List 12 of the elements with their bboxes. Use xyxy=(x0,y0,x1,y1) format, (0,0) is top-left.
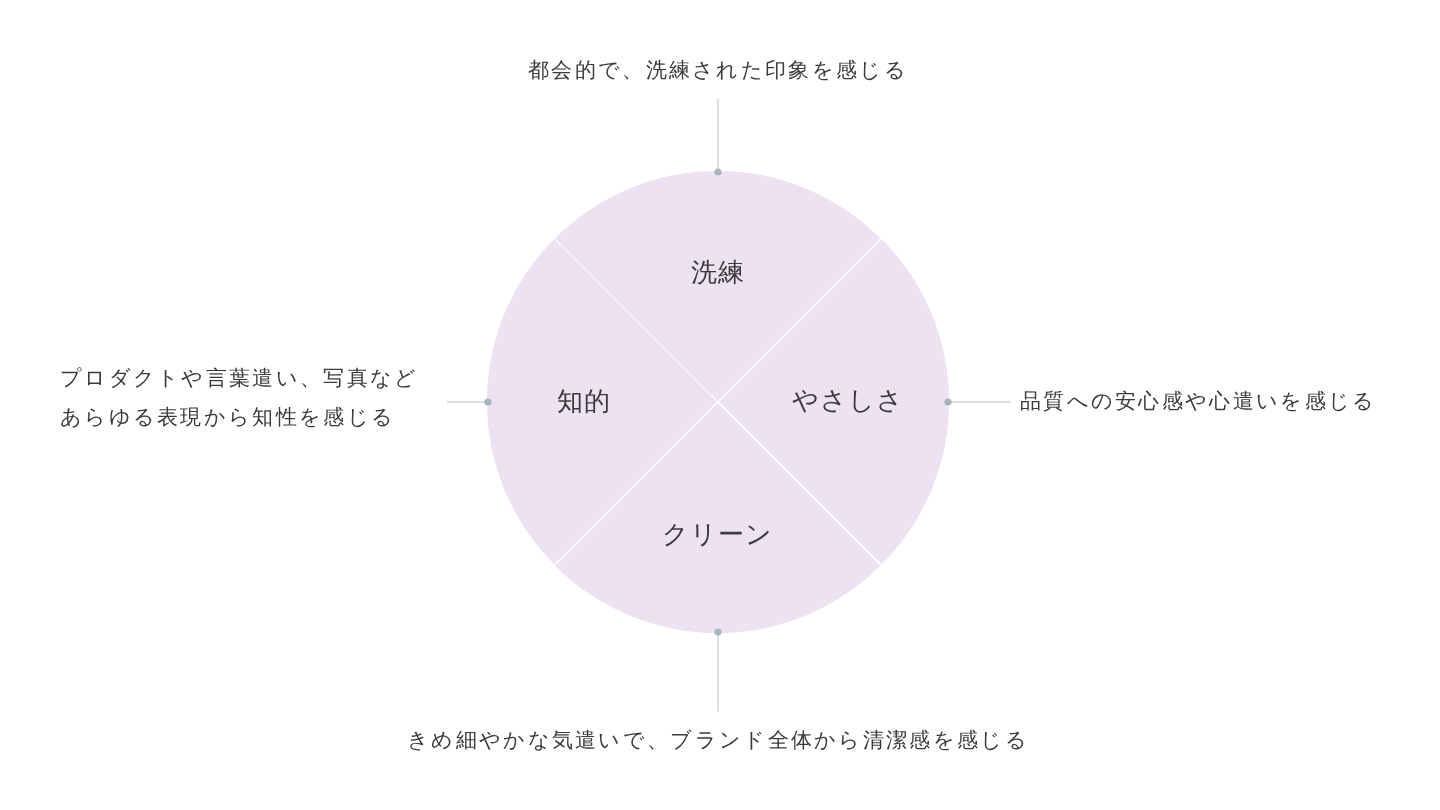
leader-line xyxy=(714,628,722,713)
callout-text: 都会的で、洗練された印象を感じる xyxy=(528,56,908,84)
callout-text: きめ細やかな気遣いで、ブランド全体から清潔感を感じる xyxy=(407,726,1029,754)
sector-label: 知的 xyxy=(557,385,611,418)
callout-text: 品質への安心感や心遣いを感じる xyxy=(1020,387,1377,415)
leader-line xyxy=(446,398,492,406)
leader-line xyxy=(944,398,1012,406)
sector-label: やさしさ xyxy=(792,384,904,417)
sector-label: 洗練 xyxy=(691,256,745,289)
callout-text: プロダクトや言葉遣い、写真などあらゆる表現から知性を感じる xyxy=(60,365,420,431)
sector-label: クリーン xyxy=(662,518,774,551)
leader-line xyxy=(714,97,722,176)
